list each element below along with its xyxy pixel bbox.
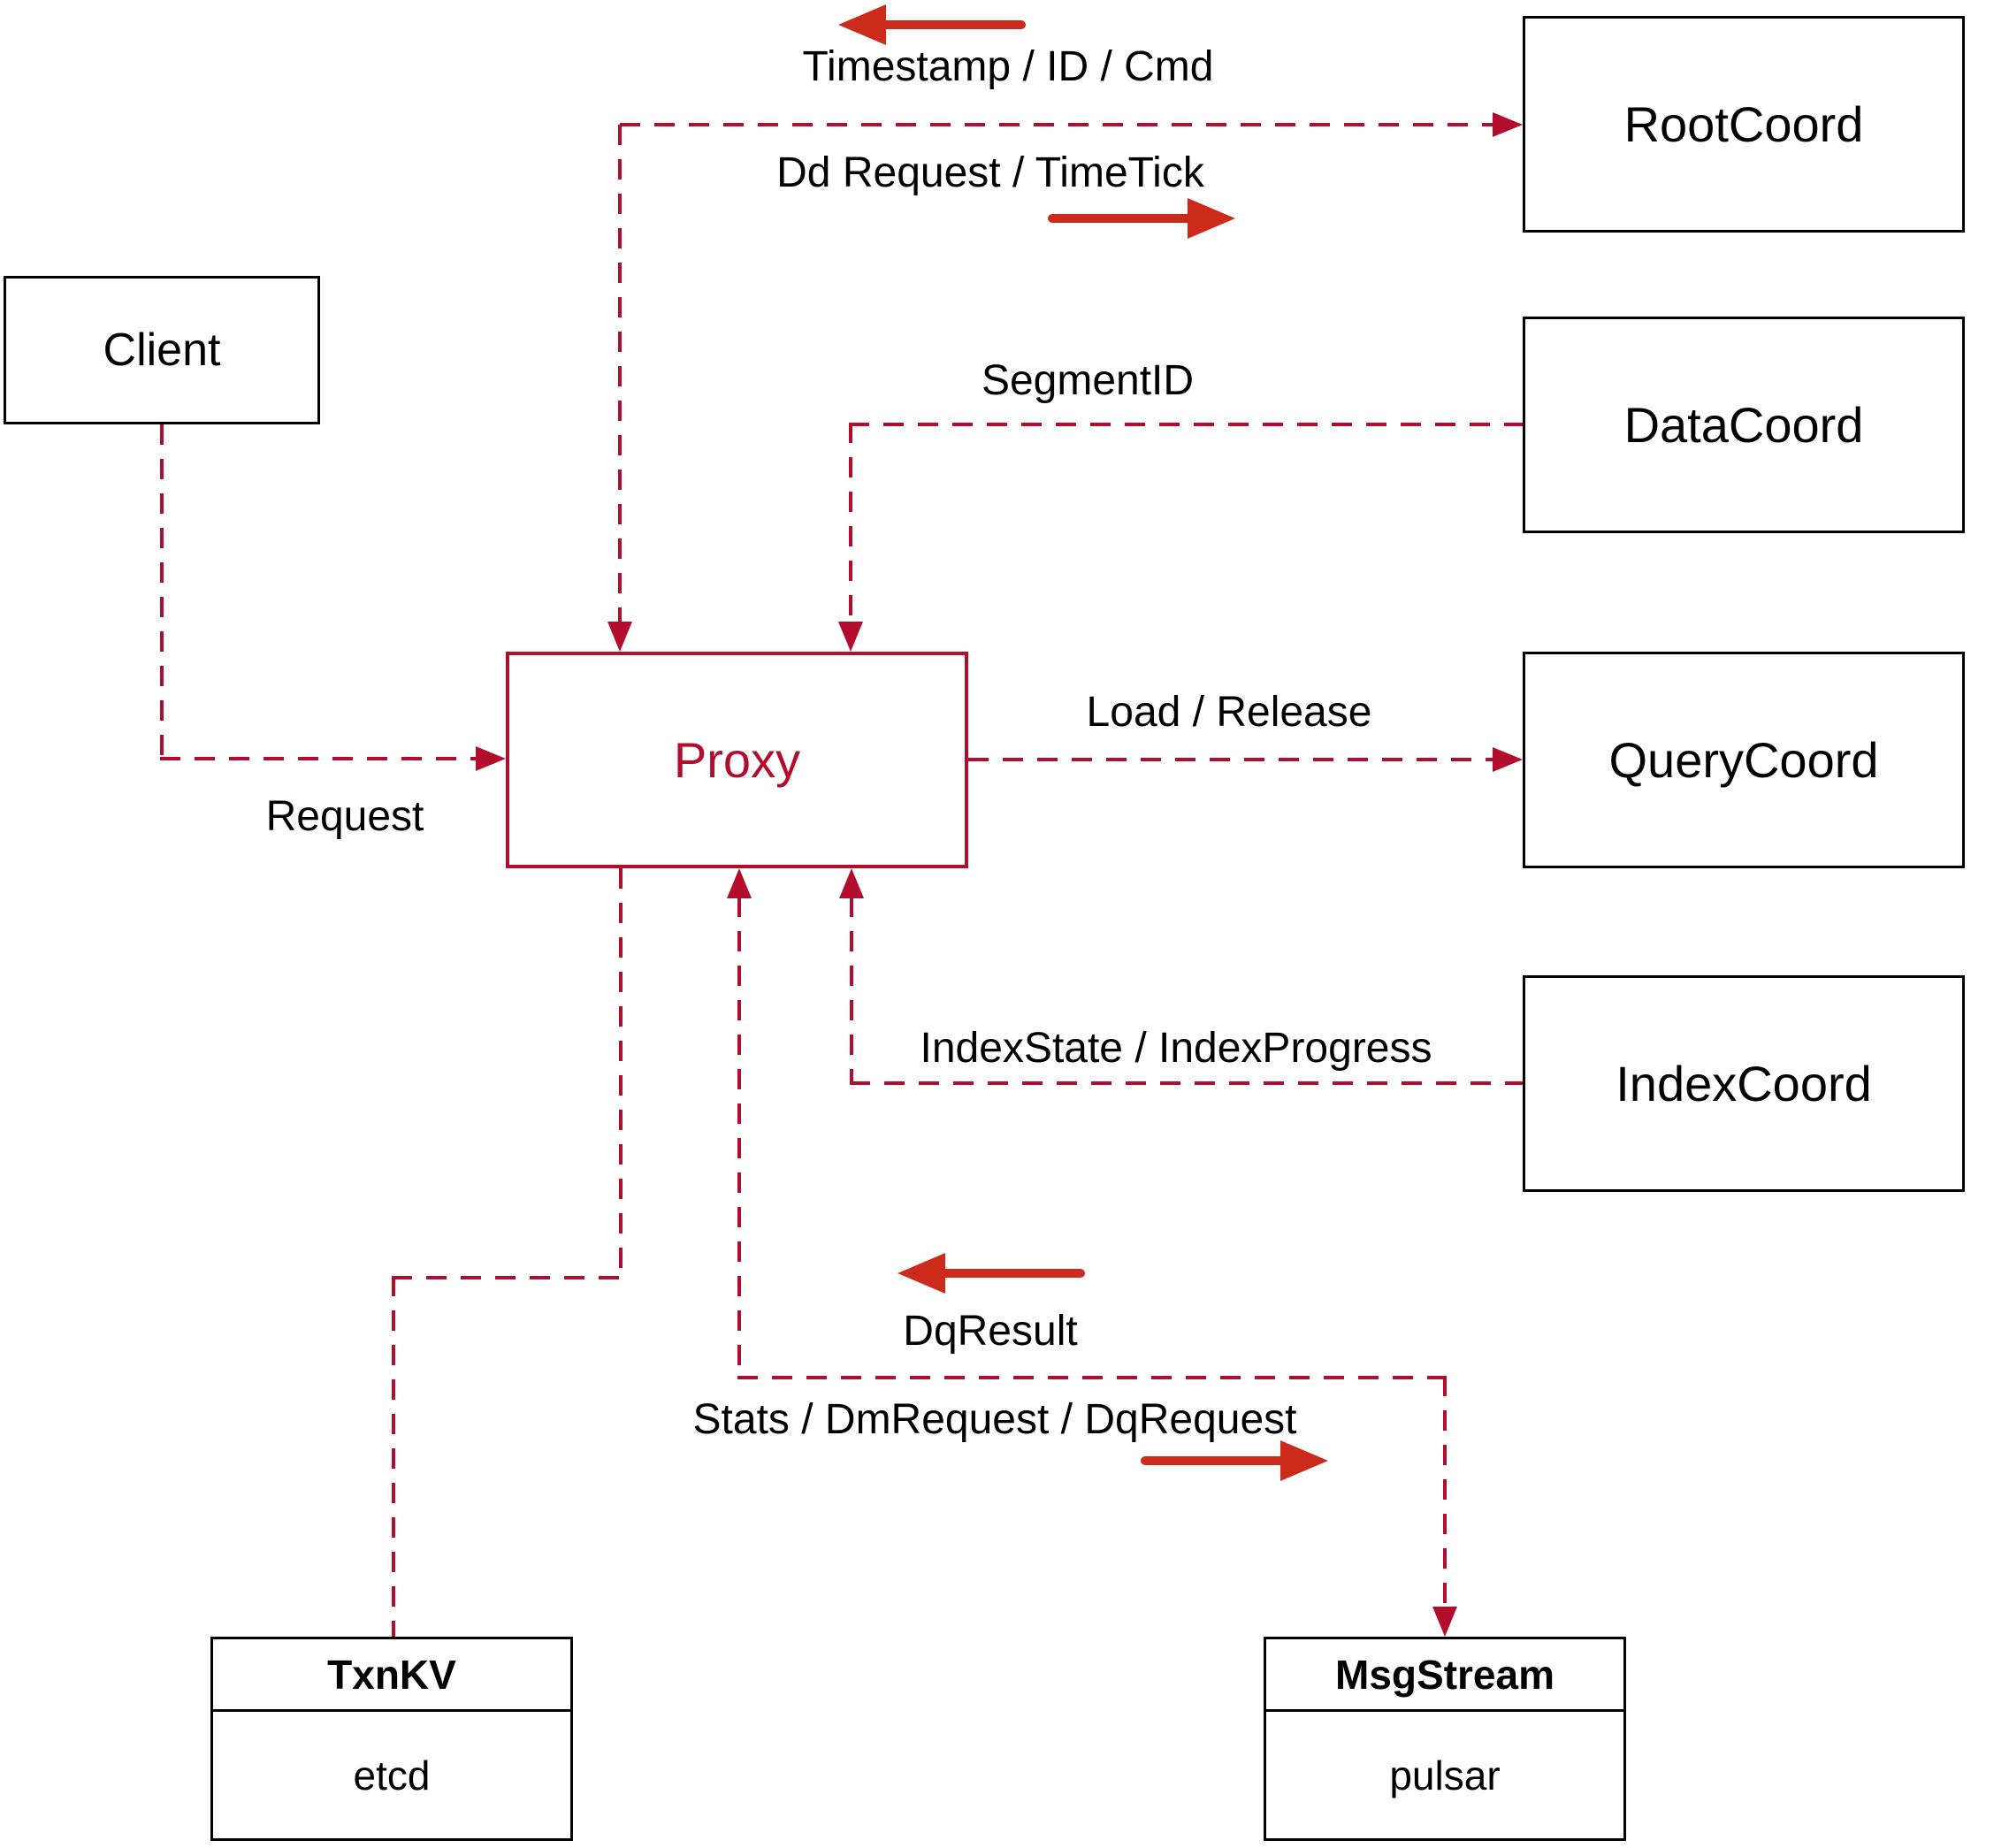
rootcoord-label: RootCoord <box>1623 96 1864 152</box>
querycoord-node: QueryCoord <box>1523 652 1965 868</box>
edge-indexcoord-proxy-horizontal <box>850 1081 1523 1085</box>
arrowhead-into-querycoord <box>1493 747 1523 772</box>
arrowhead-rootcoord-into-proxy <box>607 622 632 652</box>
edge-proxy-rootcoord-vertical <box>618 125 622 622</box>
edge-proxy-txnkv-vertical-lower <box>392 1276 395 1637</box>
client-label: Client <box>103 325 221 376</box>
rootcoord-node: RootCoord <box>1523 16 1965 233</box>
edge-label-load-release: Load / Release <box>1086 689 1372 736</box>
arrowhead-into-msgstream <box>1432 1607 1457 1637</box>
txnkv-impl: etcd <box>353 1752 431 1798</box>
edge-proxy-txnkv-horizontal <box>392 1276 623 1279</box>
edge-label-stats: Stats / DmRequest / DqRequest <box>692 1396 1297 1443</box>
edge-datacoord-proxy-horizontal <box>849 423 1523 426</box>
edge-proxy-txnkv-vertical-upper <box>619 868 623 1279</box>
datacoord-label: DataCoord <box>1623 397 1864 453</box>
msgstream-title: MsgStream <box>1266 1639 1623 1712</box>
msgstream-node: MsgStream pulsar <box>1264 1637 1626 1841</box>
txnkv-node: TxnKV etcd <box>210 1637 573 1841</box>
arrowhead-msgstream-into-proxy <box>727 868 752 898</box>
edge-msgstream-proxy-vertical <box>737 897 741 1379</box>
edge-datacoord-proxy-vertical <box>849 423 852 623</box>
left-arrow-dqresult-icon <box>898 1253 1085 1294</box>
arrowhead-datacoord-into-proxy <box>838 622 863 652</box>
arrowhead-into-rootcoord <box>1493 112 1523 137</box>
edge-proxy-msgstream-vertical <box>1443 1376 1447 1608</box>
edge-indexcoord-proxy-vertical <box>850 897 853 1085</box>
edge-proxy-querycoord-horizontal <box>968 758 1494 761</box>
edge-client-proxy-horizontal <box>160 757 477 760</box>
left-arrow-timestamp-icon <box>838 4 1026 45</box>
txnkv-title: TxnKV <box>213 1639 570 1712</box>
indexcoord-label: IndexCoord <box>1616 1056 1872 1111</box>
msgstream-impl: pulsar <box>1389 1752 1501 1798</box>
edge-label-timestamp: Timestamp / ID / Cmd <box>802 43 1214 90</box>
proxy-node: Proxy <box>506 652 968 868</box>
edge-proxy-msgstream-horizontal <box>737 1376 1447 1379</box>
edge-label-dd-request: Dd Request / TimeTick <box>776 149 1204 196</box>
right-arrow-dd-request-icon <box>1048 198 1235 239</box>
indexcoord-node: IndexCoord <box>1523 975 1965 1192</box>
datacoord-node: DataCoord <box>1523 317 1965 533</box>
edge-client-proxy-vertical <box>160 424 164 759</box>
client-node: Client <box>4 276 320 424</box>
edge-proxy-rootcoord-horizontal <box>620 123 1493 126</box>
proxy-label: Proxy <box>673 732 801 788</box>
arrowhead-indexcoord-into-proxy <box>839 868 864 898</box>
right-arrow-stats-icon <box>1141 1440 1328 1481</box>
edge-label-request: Request <box>265 793 424 840</box>
edge-label-segment-id: SegmentID <box>981 357 1195 404</box>
edge-label-dq-result: DqResult <box>903 1308 1078 1355</box>
querycoord-label: QueryCoord <box>1608 732 1879 788</box>
arrowhead-into-proxy-left <box>476 746 506 771</box>
edge-label-index-state: IndexState / IndexProgress <box>920 1025 1432 1072</box>
